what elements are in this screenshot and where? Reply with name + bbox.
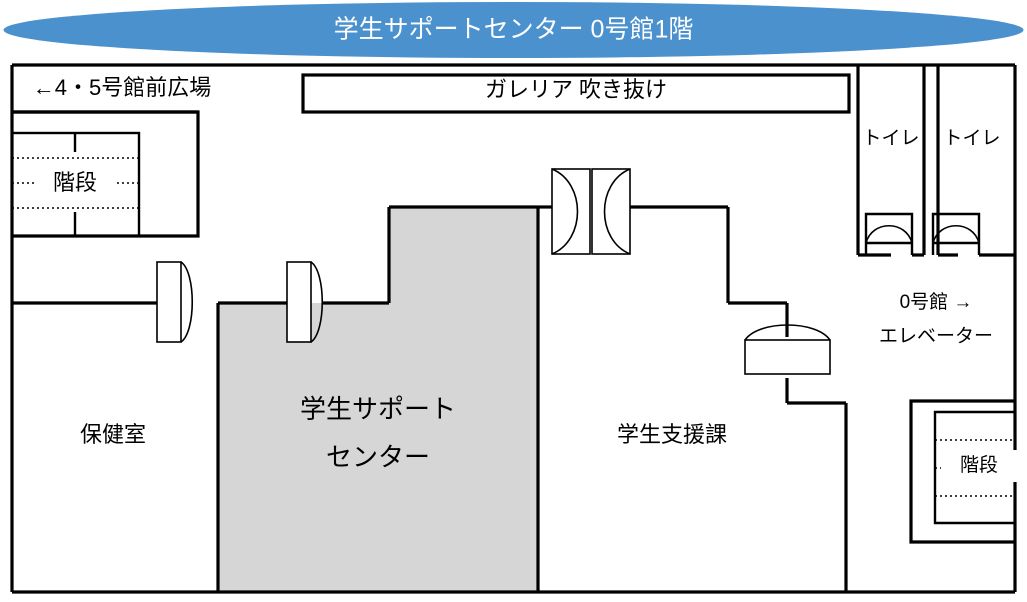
door-student-affairs[interactable] (744, 324, 831, 375)
stairs-right: 階段 (909, 399, 1017, 544)
support-center-room: 学生サポート センター (218, 205, 540, 592)
title-banner: 学生サポートセンター 0号館1階 (3, 2, 1024, 58)
support-center-label-line2: センター (326, 442, 430, 472)
stairs-right-label-bg (941, 450, 1017, 482)
door-double-swing-leaf-right[interactable] (591, 168, 631, 255)
toilet-left-label: トイレ (862, 128, 919, 149)
door-double-swing[interactable] (538, 168, 728, 255)
door-double-swing-arc-left (551, 168, 579, 255)
stairs-left: 階段 (10, 110, 200, 238)
banner-title: 学生サポートセンター 0号館1階 (334, 16, 694, 44)
door-health-room-leaf[interactable] (156, 261, 182, 343)
toilet-left-room: トイレ (856, 65, 926, 257)
stairs-right-label: 階段 (960, 454, 998, 476)
toilet-right-door-jamb (931, 212, 981, 255)
elevator-notice: 0号館 → エレベーター (879, 291, 993, 347)
toilet-right-label: トイレ (943, 128, 1000, 149)
galleria-outline (301, 73, 851, 114)
door-toilet-right-swing[interactable] (932, 224, 980, 244)
door-student-affairs-leaf[interactable] (744, 339, 831, 375)
door-toilet-left-swing[interactable] (865, 224, 913, 244)
door-health-room[interactable] (156, 261, 194, 343)
galleria-room: ガレリア 吹き抜け (301, 73, 851, 114)
door-double-swing-leaf-left[interactable] (551, 168, 591, 255)
toilet-right-room: トイレ (931, 65, 1015, 257)
door-support-center[interactable] (286, 261, 324, 343)
stairs-left-label-bg (35, 166, 115, 200)
door-double-swing-arc-right (603, 168, 631, 255)
galleria-label: ガレリア 吹き抜け (485, 77, 667, 102)
student-affairs-label: 学生支援課 (617, 422, 727, 447)
toilet-left-door-jamb (864, 212, 914, 255)
support-center-label-line1: 学生サポート (300, 394, 456, 424)
door-health-room-swing (180, 261, 194, 343)
elevator-label-line1: 0号館 → (900, 291, 973, 313)
elevator-label-line2: エレベーター (879, 325, 993, 347)
health-room-label: 保健室 (80, 422, 146, 447)
door-support-center-swing (310, 261, 324, 343)
plaza-label: ←4・5号館前広場 (33, 75, 211, 100)
banner-shape (3, 2, 1024, 58)
student-affairs-room: 学生支援課 (617, 207, 848, 592)
plaza-area: ←4・5号館前広場 (12, 75, 211, 114)
stairs-left-label: 階段 (53, 170, 97, 195)
health-room: 保健室 (12, 301, 220, 592)
door-support-center-leaf[interactable] (286, 261, 312, 343)
door-student-affairs-swing (744, 324, 831, 341)
